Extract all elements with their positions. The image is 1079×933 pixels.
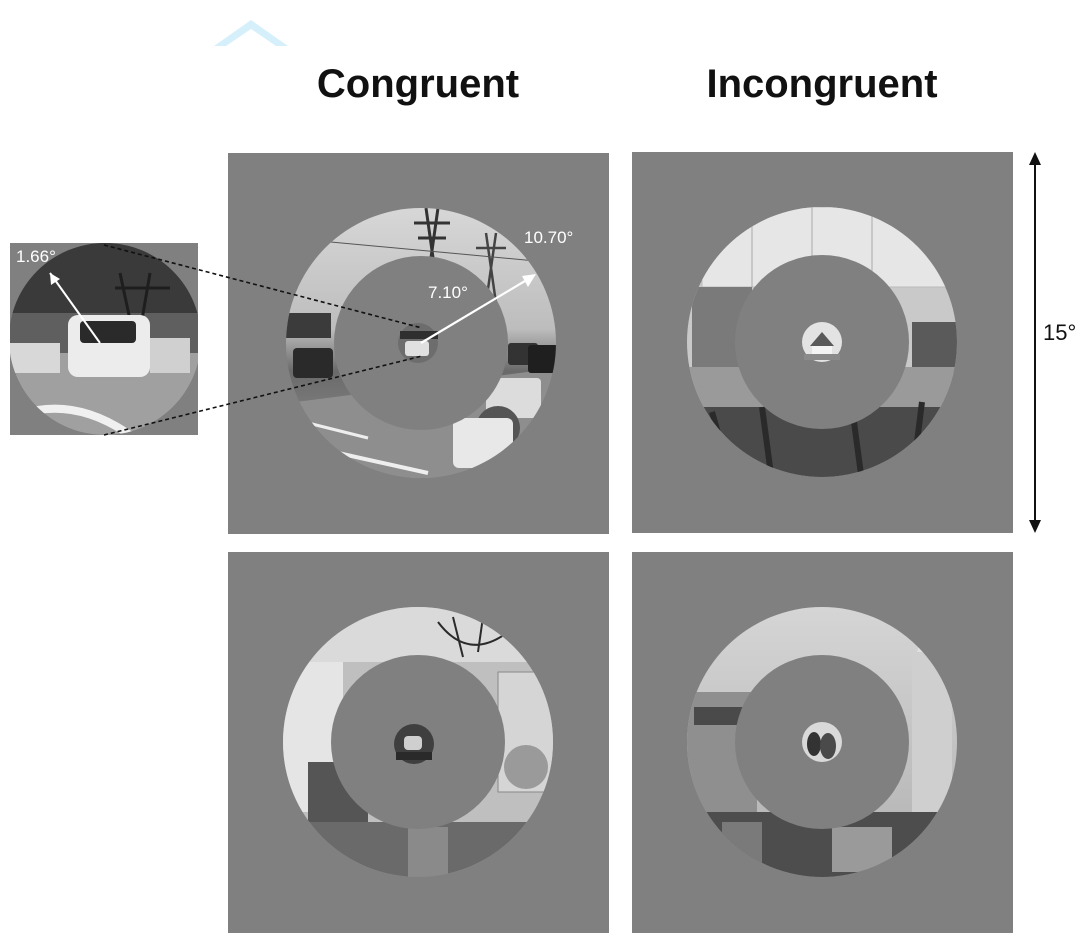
- panel-congruent-living-room: [228, 552, 609, 933]
- incongruent-heading: Incongruent: [632, 62, 1012, 107]
- panel-incongruent-kitchen: [632, 152, 1013, 533]
- panel-incongruent-street: [632, 552, 1013, 933]
- logo-chevron-icon: [214, 18, 288, 48]
- zoom-scene-circle: [10, 243, 198, 435]
- zoom-inset: 1.66°: [10, 243, 198, 435]
- field-size-label: 15°: [1043, 320, 1076, 346]
- inner-radius-label: 7.10°: [428, 283, 468, 303]
- zoom-radius-label: 1.66°: [16, 247, 56, 267]
- panel-congruent-highway: 7.10° 10.70°: [228, 153, 609, 534]
- outer-radius-label: 10.70°: [524, 228, 573, 248]
- congruent-heading: Congruent: [228, 62, 608, 107]
